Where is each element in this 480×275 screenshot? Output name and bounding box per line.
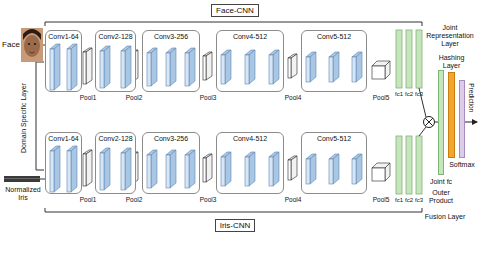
pool-label: Pool2 [126,94,143,101]
block-title: Conv5-512 [317,33,351,41]
pool-label: Pool1 [80,94,97,101]
layer-slab [306,154,316,184]
layer-slab [100,148,110,190]
layer-slab [245,50,255,84]
pool-label: Pool3 [200,196,217,203]
conv-block: Conv5-512 [301,132,367,194]
layer-slab [147,150,157,188]
outer-product-symbol [424,117,435,128]
pool-label: Pool5 [373,94,390,101]
layer-slab [329,52,339,82]
fc-label: fc2 [405,91,413,98]
fc-label: fc1 [395,91,403,98]
side-label: Domain Specific Layer [20,83,28,153]
pool-label: Pool3 [200,94,217,101]
layer-slab [185,48,195,86]
output-arrow [465,122,477,123]
layer-slab [269,152,279,186]
section-label: Joint Representation Layer [423,24,477,48]
layer-slab [185,150,195,188]
layer-slab [50,146,60,192]
conv-block: Conv4-512 [216,30,284,92]
fc-bars [396,30,422,194]
op-label: Outer Product [424,189,458,205]
iris-strip [4,176,40,182]
block-title: Conv4-512 [233,33,267,41]
conv-block: Conv4-512 [216,132,284,194]
bracket [45,208,422,212]
conv-block: Conv3-256 [142,132,200,194]
stream-title: Face-CNN [211,4,259,17]
block-title: Conv3-256 [154,33,188,41]
layer-slab [203,52,212,80]
conv-block: Conv2-128 [95,132,136,194]
bracket [36,62,44,170]
section-label: Fusion Layer [425,213,465,221]
block-title: Conv5-512 [317,135,351,143]
block-title: Conv1-64 [48,135,78,143]
fc-label: fc1 [395,197,403,204]
fc-label: fc3 [415,197,423,204]
layer-slab [203,154,212,182]
fc-label: fc3 [415,91,423,98]
layer-slab [121,46,131,88]
layer-title: Hashing Layer [432,54,472,70]
face-image [21,28,43,62]
block-title: Conv4-512 [233,135,267,143]
layer-slab [166,150,176,188]
layer-slab [306,52,316,82]
layer-slab [221,50,231,84]
layer-slab [83,48,92,84]
layer-slab [245,152,255,186]
layer-slab [288,156,297,180]
layer-slab [121,148,131,190]
layer-slab [100,46,110,88]
bracket [45,22,422,26]
pool-label: Pool1 [80,196,97,203]
fc-label: fc2 [405,197,413,204]
conv-block: Conv3-256 [142,30,200,92]
conv-block: Conv5-512 [301,30,367,92]
layer-slab [67,146,77,192]
layer-slab [352,154,362,184]
layer-title: Joint fc [430,178,452,186]
layer-title: Softmax [449,161,475,169]
block-title: Conv1-64 [48,33,78,41]
layer-slab [269,50,279,84]
fc-bar: Joint fc [438,70,444,175]
conv-block: Conv1-64 [45,132,82,194]
block-title: Conv2-128 [98,33,132,41]
layer-slab [83,150,92,186]
hashing-bar: Hashing Layer [448,72,455,158]
wire [419,127,426,136]
input-label: Normalized Iris [2,186,44,202]
pool-label: Pool4 [285,94,302,101]
layer-slab [352,52,362,82]
input-label: Face [2,40,20,49]
conv-block: Conv2-128 [95,30,136,92]
layer-slab [67,44,77,90]
layer-slab [147,48,157,86]
pool-label: Pool2 [126,196,143,203]
conv-block: Conv1-64 [45,30,82,92]
block-title: Conv3-256 [154,135,188,143]
layer-slab [221,152,231,186]
stream-title: Iris-CNN [215,219,256,232]
output-label: Prediction [467,84,474,113]
layer-slab [166,48,176,86]
block-title: Conv2-128 [98,135,132,143]
pool-cube [372,61,390,79]
layer-slab [288,54,297,78]
pool-cube [372,163,390,181]
softmax-bar: Softmax [459,80,465,158]
pool-label: Pool4 [285,196,302,203]
layer-slab [329,154,339,184]
pool-label: Pool5 [373,196,390,203]
layer-slab [50,44,60,90]
